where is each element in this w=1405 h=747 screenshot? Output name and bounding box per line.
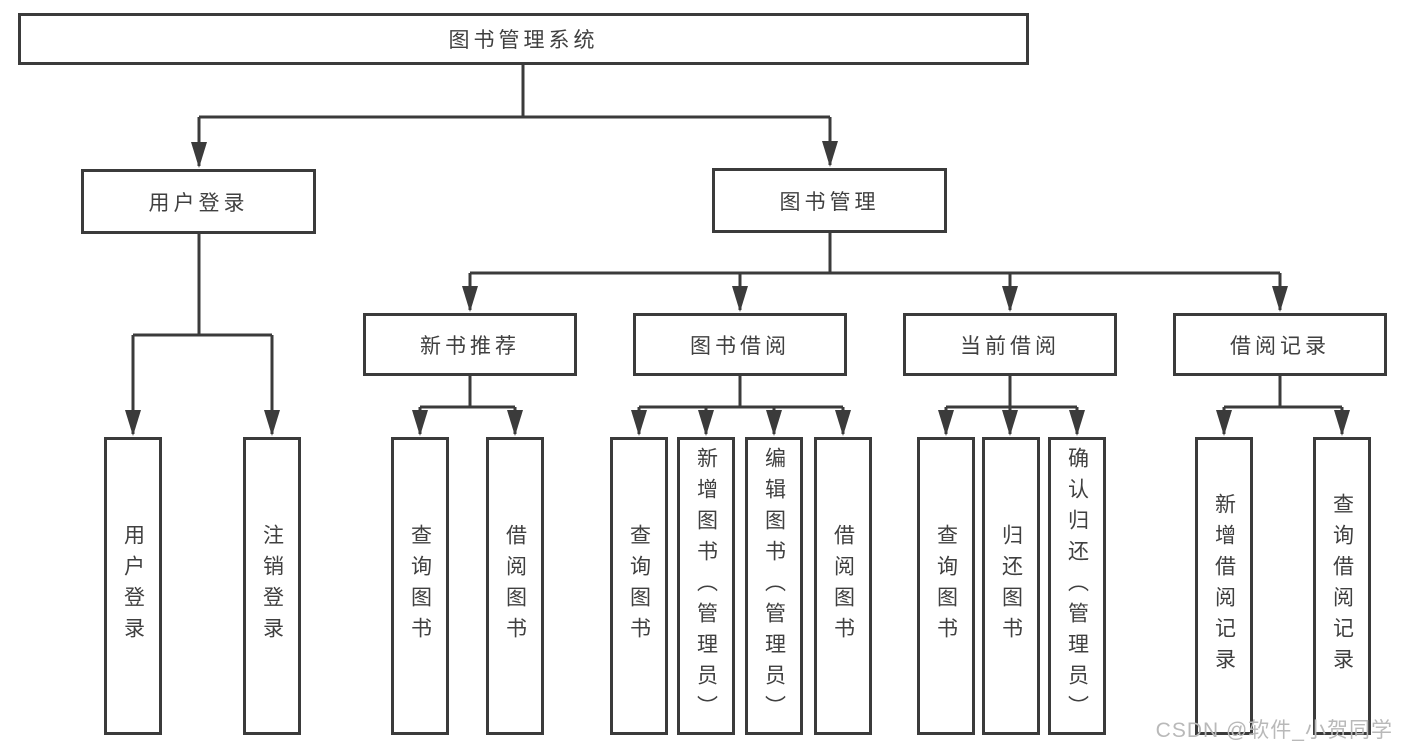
leaf-borrow-query-books-label: 查询图书 [627, 524, 651, 648]
leaf-borrow-borrow-books-label: 借阅图书 [831, 524, 855, 648]
node-root-system: 图书管理系统 [18, 13, 1029, 65]
leaf-recommend-borrow-books: 借阅图书 [486, 437, 544, 735]
leaf-borrow-edit-books-admin: 编辑图书（管理员） [745, 437, 803, 735]
leaf-borrow-borrow-books: 借阅图书 [814, 437, 872, 735]
node-user-login: 用户登录 [81, 169, 316, 234]
leaf-recommend-query-books-label: 查询图书 [408, 524, 432, 648]
node-book-management: 图书管理 [712, 168, 947, 233]
leaf-logout-label: 注销登录 [260, 524, 284, 648]
csdn-watermark: CSDN @软件_小贺同学 [1155, 719, 1393, 742]
leaf-borrow-add-books-admin: 新增图书（管理员） [677, 437, 735, 735]
leaf-current-query-books-label: 查询图书 [934, 524, 958, 648]
node-new-book-recommend: 新书推荐 [363, 313, 577, 376]
leaf-current-query-books: 查询图书 [917, 437, 975, 735]
leaf-recommend-query-books: 查询图书 [391, 437, 449, 735]
leaf-records-add-record: 新增借阅记录 [1195, 437, 1253, 735]
leaf-borrow-query-books: 查询图书 [610, 437, 668, 735]
leaf-records-query-record-label: 查询借阅记录 [1330, 493, 1354, 679]
leaf-borrow-add-books-admin-label: 新增图书（管理员） [694, 446, 718, 726]
leaf-recommend-borrow-books-label: 借阅图书 [503, 524, 527, 648]
leaf-records-add-record-label: 新增借阅记录 [1212, 493, 1236, 679]
leaf-current-confirm-return-admin-label: 确认归还（管理员） [1065, 446, 1089, 726]
leaf-user-login-label: 用户登录 [121, 524, 145, 648]
leaf-current-confirm-return-admin: 确认归还（管理员） [1048, 437, 1106, 735]
node-borrow-records: 借阅记录 [1173, 313, 1387, 376]
leaf-current-return-books: 归还图书 [982, 437, 1040, 735]
leaf-records-query-record: 查询借阅记录 [1313, 437, 1371, 735]
leaf-logout: 注销登录 [243, 437, 301, 735]
leaf-user-login: 用户登录 [104, 437, 162, 735]
leaf-borrow-edit-books-admin-label: 编辑图书（管理员） [762, 446, 786, 726]
node-current-borrow: 当前借阅 [903, 313, 1117, 376]
node-book-borrow: 图书借阅 [633, 313, 847, 376]
leaf-current-return-books-label: 归还图书 [999, 524, 1023, 648]
